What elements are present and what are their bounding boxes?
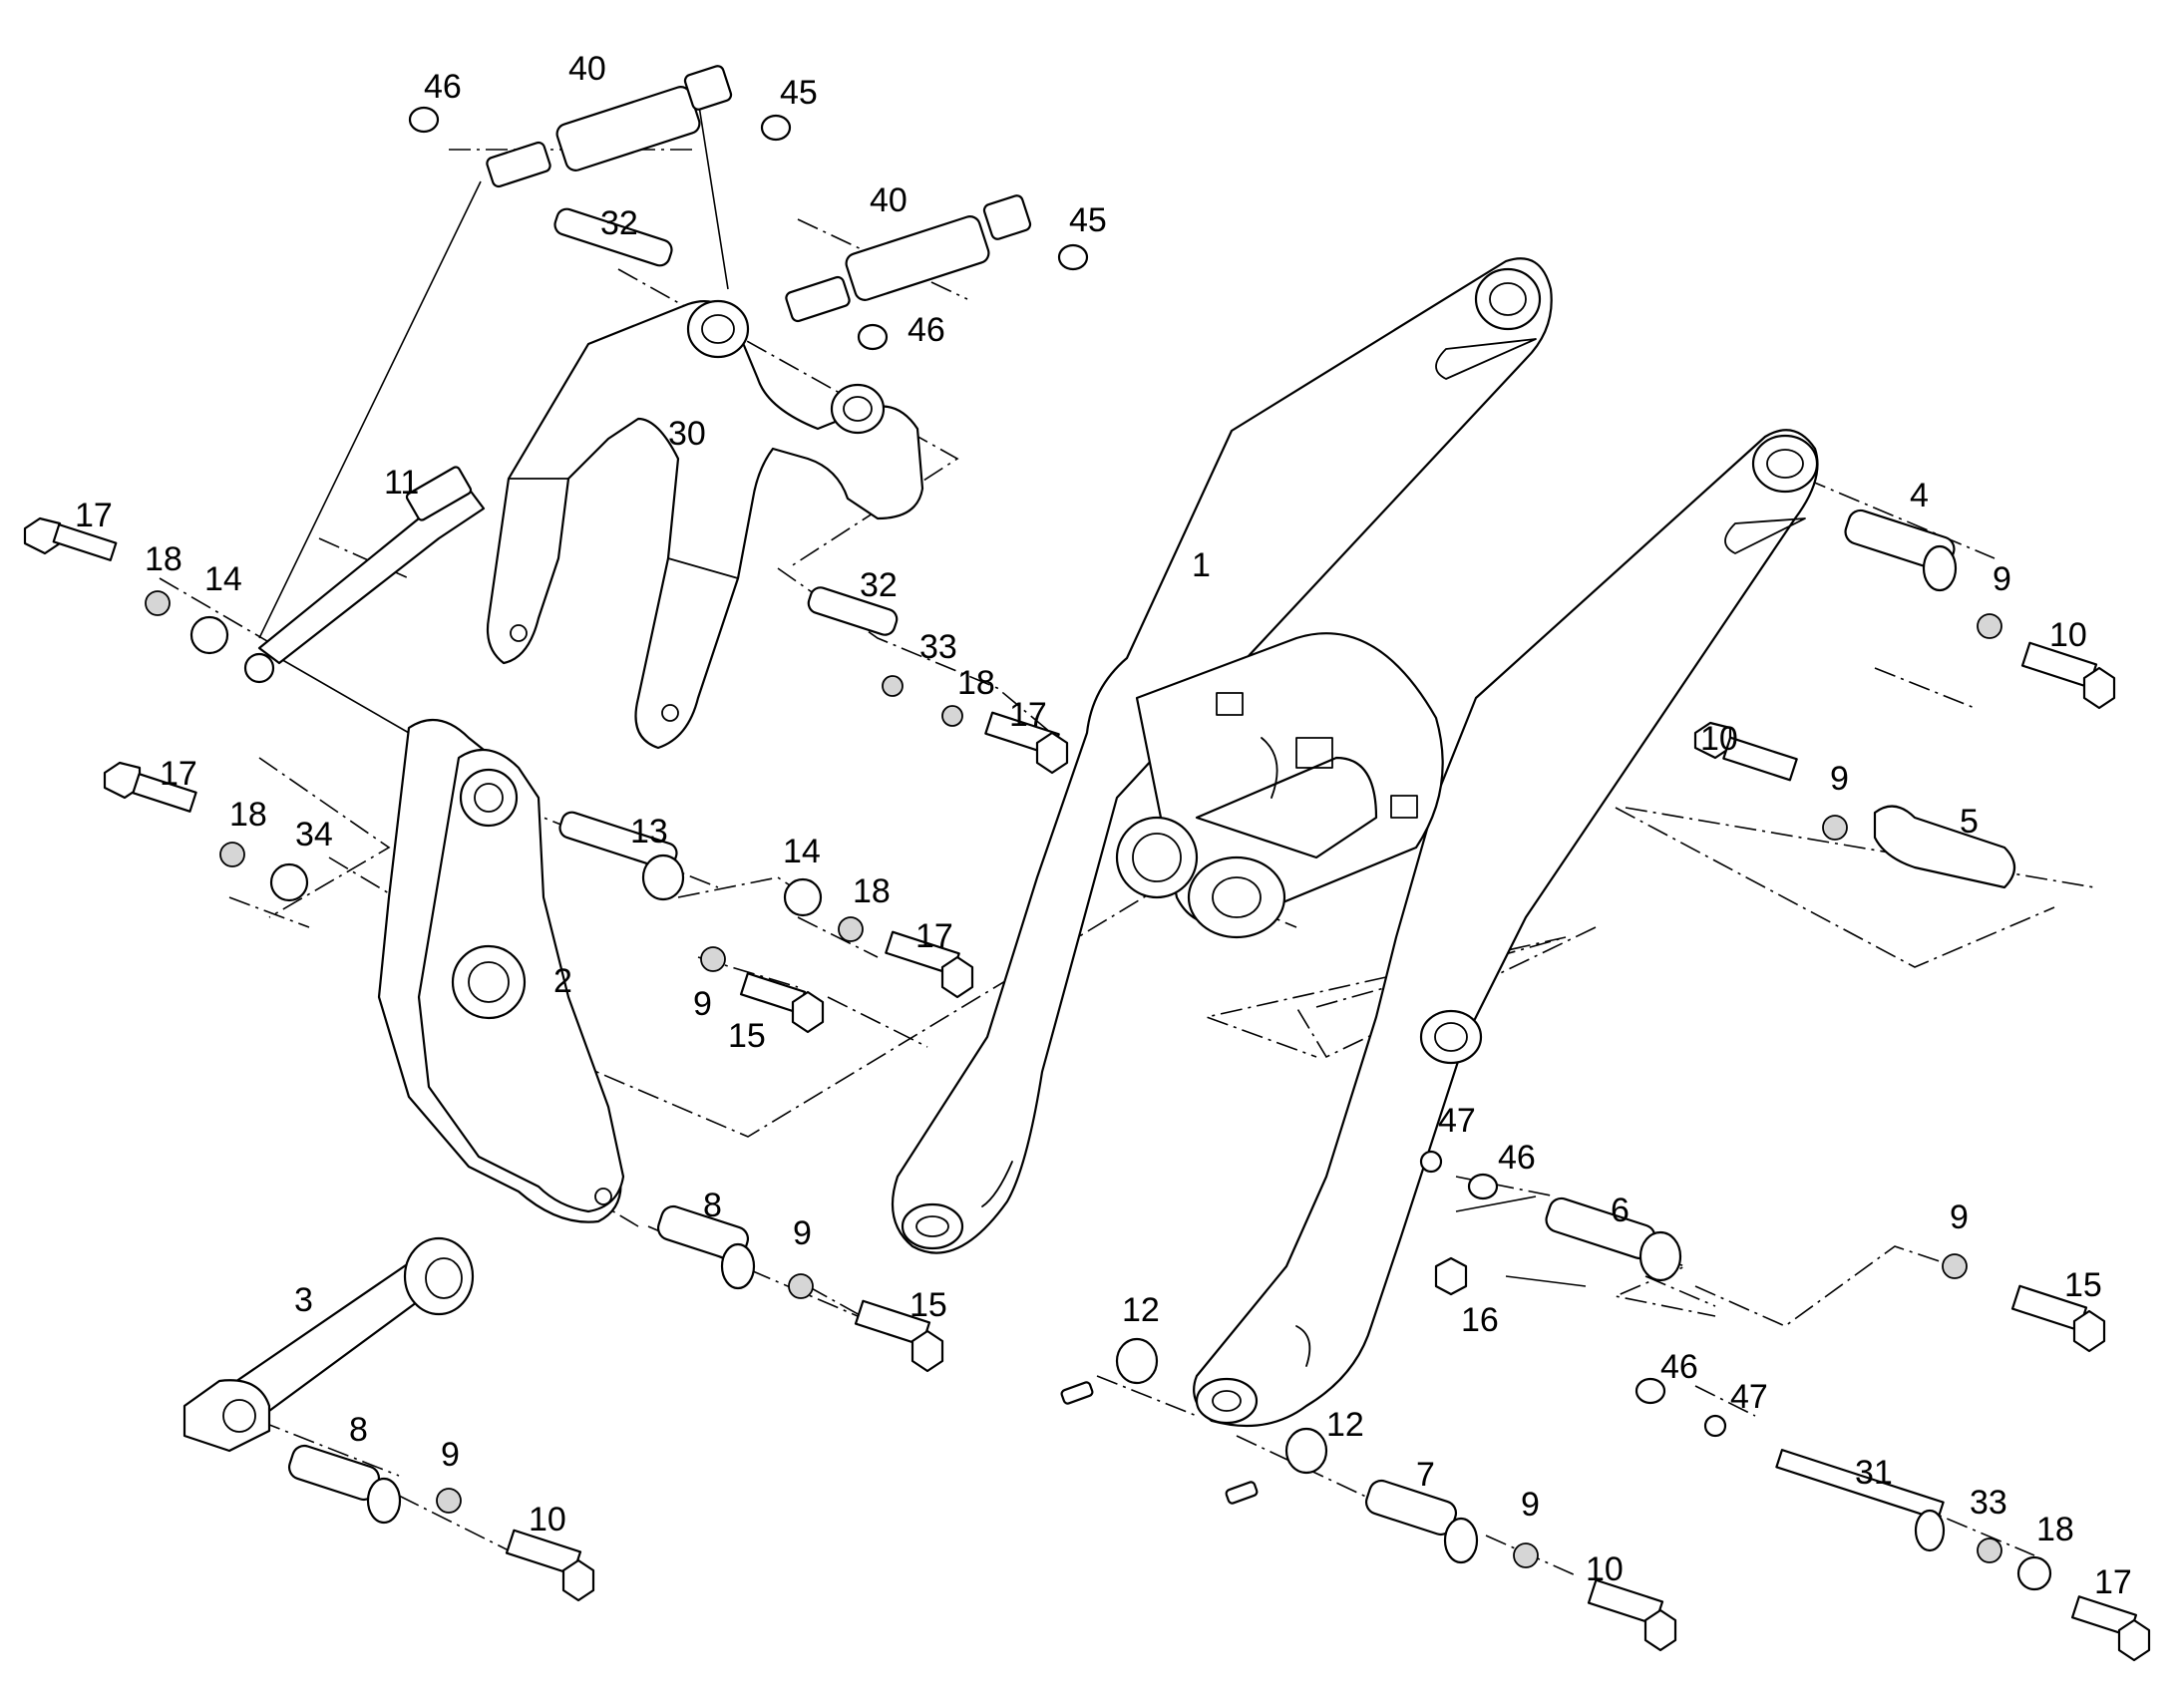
callout-10: 10	[1586, 1550, 1624, 1588]
callout-8: 8	[349, 1411, 368, 1449]
callout-17: 17	[75, 497, 113, 534]
callout-45: 45	[1069, 201, 1107, 239]
callout-40: 40	[568, 50, 606, 88]
callout-18: 18	[145, 540, 182, 578]
callout-12: 12	[1122, 1291, 1160, 1329]
callout-14: 14	[783, 833, 821, 870]
callout-33: 33	[1970, 1484, 2007, 1522]
callout-18: 18	[2036, 1511, 2074, 1548]
callout-46: 46	[1498, 1139, 1536, 1177]
callout-3: 3	[294, 1281, 313, 1319]
callout-16: 16	[1461, 1301, 1499, 1339]
callout-18: 18	[229, 796, 267, 834]
callout-1: 1	[1192, 546, 1211, 584]
callout-14: 14	[204, 560, 242, 598]
callout-9: 9	[1993, 560, 2011, 598]
cylinder-40-lower	[785, 194, 1089, 351]
callout-34: 34	[295, 816, 333, 854]
callout-labels: 46 40 45 32 40 45 46 30 11 17 18 14 32 3…	[75, 50, 2132, 1601]
callout-5: 5	[1960, 803, 1979, 841]
callout-32: 32	[860, 566, 898, 604]
callout-15: 15	[728, 1017, 766, 1055]
bellcrank	[486, 299, 924, 750]
callout-32: 32	[600, 204, 638, 242]
callout-8: 8	[703, 1187, 722, 1224]
callout-46: 46	[424, 68, 462, 106]
callout-13: 13	[630, 813, 668, 851]
callout-9: 9	[693, 985, 712, 1023]
callout-18: 18	[853, 872, 891, 910]
callout-7: 7	[1416, 1456, 1435, 1494]
callout-46: 46	[1660, 1348, 1698, 1386]
callout-9: 9	[793, 1214, 812, 1252]
callout-30: 30	[668, 415, 706, 453]
callout-47: 47	[1438, 1102, 1476, 1140]
lift-arm-frame	[891, 257, 1819, 1428]
callout-46: 46	[908, 311, 945, 349]
callout-47: 47	[1730, 1378, 1768, 1416]
callout-9: 9	[441, 1436, 460, 1474]
callout-31: 31	[1855, 1454, 1893, 1492]
callout-17: 17	[160, 755, 197, 793]
callout-4: 4	[1910, 477, 1929, 514]
callout-11: 11	[384, 464, 419, 502]
callout-45: 45	[780, 74, 818, 112]
callout-10: 10	[529, 1501, 566, 1538]
callout-12: 12	[1326, 1406, 1364, 1444]
leader-lines	[258, 99, 1587, 1287]
callout-40: 40	[870, 181, 908, 219]
callout-33: 33	[919, 628, 957, 666]
cylinder-40-upper	[408, 65, 792, 188]
callout-6: 6	[1611, 1192, 1630, 1229]
callout-9: 9	[1830, 760, 1849, 798]
callout-10: 10	[1700, 720, 1738, 758]
callout-18: 18	[957, 664, 995, 702]
bucket-link	[377, 718, 625, 1223]
callout-17: 17	[1009, 696, 1047, 734]
callout-15: 15	[909, 1286, 947, 1324]
callout-9: 9	[1521, 1486, 1540, 1524]
callout-15: 15	[2064, 1266, 2102, 1304]
hardware	[23, 207, 2151, 1662]
callout-17: 17	[2094, 1563, 2132, 1601]
callout-10: 10	[2049, 616, 2087, 654]
callout-17: 17	[915, 917, 953, 955]
callout-9: 9	[1950, 1198, 1969, 1236]
link-rod	[182, 1236, 475, 1453]
callout-2: 2	[553, 962, 572, 1000]
